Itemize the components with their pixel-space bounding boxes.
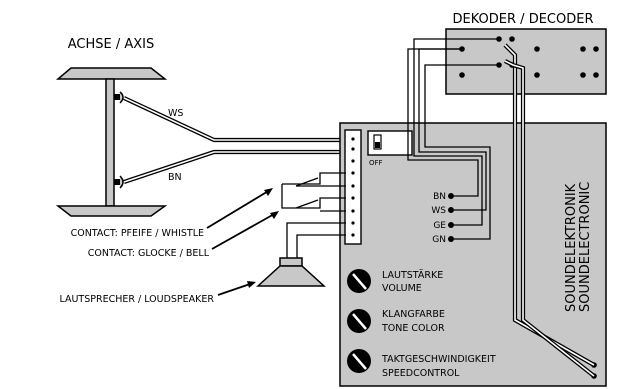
terminal-labels: BN WS GE GN	[431, 192, 454, 245]
terminal-ge: GE	[433, 221, 446, 231]
knob-tone-label-1: KLANGFARBE	[382, 309, 445, 320]
sound-board: OFF BN WS GE GN LAUTSTÄRKE VOLUME KLANGF…	[339, 122, 607, 387]
loudspeaker	[256, 257, 326, 287]
callout-bell: CONTACT: GLOCKE / BELL	[88, 248, 210, 259]
knob-volume-label-1: LAUTSTÄRKE	[382, 270, 443, 281]
terminal-bn: BN	[433, 192, 446, 202]
axle-contact-bottom-shoe	[119, 175, 124, 189]
decoder-wires	[407, 38, 596, 378]
sound-label-1: SOUNDELEKTRONIK	[564, 183, 579, 312]
axle-contact-top-shoe	[119, 91, 124, 104]
callout-speaker: LAUTSPRECHER / LOUDSPEAKER	[59, 294, 214, 305]
decoder-pins	[459, 36, 599, 78]
axle: ACHSE / AXIS	[55, 37, 168, 217]
decoder-title: DEKODER / DECODER	[453, 12, 594, 27]
contact-switches	[281, 172, 346, 258]
wire-bn-label: BN	[168, 172, 182, 183]
knob-tone-label-2: TONE COLOR	[381, 323, 445, 334]
axle-wires: WS BN	[123, 96, 346, 184]
axle-contact-bottom	[114, 179, 120, 185]
terminal-ws: WS	[431, 206, 446, 216]
callout-arrows	[206, 188, 279, 296]
axle-shaft	[105, 78, 115, 207]
knob-volume[interactable]: LAUTSTÄRKE VOLUME	[347, 269, 443, 294]
sound-label-2: SOUNDELECTRONIC	[578, 182, 593, 312]
axle-title: ACHSE / AXIS	[68, 37, 155, 52]
knob-volume-label-2: VOLUME	[382, 283, 422, 294]
sound-board-body	[339, 122, 607, 387]
knob-speed[interactable]: TAKTGESCHWINDIGKEIT SPEEDCONTROL	[347, 349, 496, 379]
knob-speed-label-2: SPEEDCONTROL	[382, 368, 460, 379]
decoder-body	[445, 28, 607, 95]
decoder: DEKODER / DECODER	[445, 12, 607, 95]
axle-contact-top	[114, 94, 120, 100]
axle-bottom-wheel	[55, 205, 168, 217]
switch-off-label: OFF	[369, 159, 383, 167]
terminal-gn: GN	[432, 235, 446, 245]
sound-label: SOUNDELEKTRONIK SOUNDELECTRONIC	[564, 182, 593, 312]
knob-tone[interactable]: KLANGFARBE TONE COLOR	[347, 309, 445, 334]
knob-speed-label-1: TAKTGESCHWINDIGKEIT	[381, 354, 496, 365]
terminal-dots	[351, 137, 355, 237]
wire-ws-label: WS	[168, 108, 183, 119]
axle-top-wheel	[55, 67, 168, 80]
callout-whistle: CONTACT: PFEIFE / WHISTLE	[71, 228, 204, 239]
